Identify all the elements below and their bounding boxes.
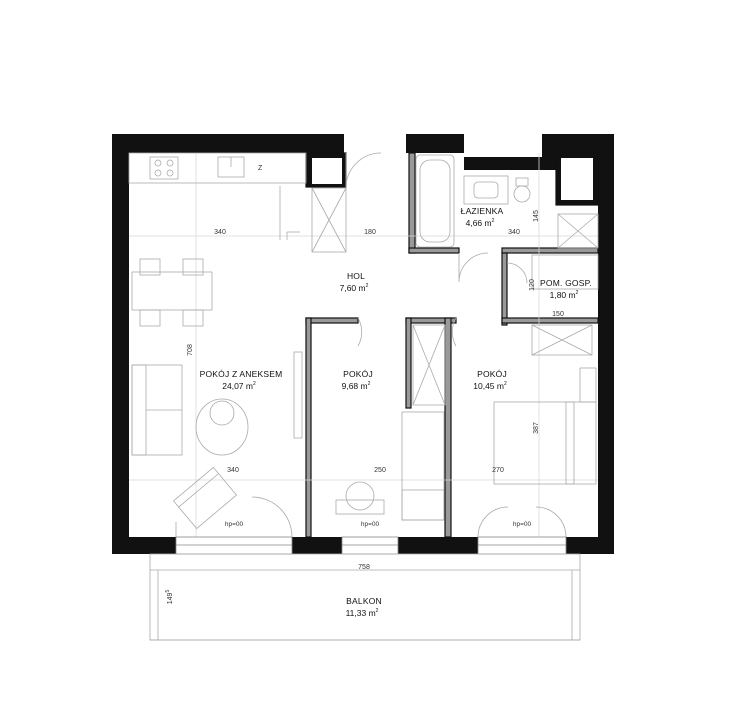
room-area: 10,45 m <box>473 381 504 391</box>
exterior-walls <box>112 134 614 554</box>
balcony <box>149 553 581 641</box>
windows <box>175 536 567 555</box>
room-area: 4,66 m <box>466 218 492 228</box>
dim-bottom-right: 270 <box>492 467 504 474</box>
room-furniture <box>335 367 597 521</box>
area-unit-sup: 2 <box>376 608 379 614</box>
room-name: HOL <box>347 271 365 281</box>
area-unit-sup: 2 <box>368 381 371 387</box>
dimension-labels: 340 180 340 145 120 150 708 387 340 250 … <box>165 210 564 604</box>
room-label-salon: POKÓJ Z ANEKSEM 24,07 m2 <box>200 369 283 391</box>
room-name: POKÓJ <box>343 369 373 379</box>
dim-bottom-left: 340 <box>227 467 239 474</box>
svg-text:24,07 m2: 24,07 m2 <box>222 381 256 391</box>
svg-text:1,80 m2: 1,80 m2 <box>550 290 579 300</box>
area-unit-sup: 2 <box>576 290 579 296</box>
room-name: ŁAZIENKA <box>461 206 504 216</box>
dim-bath-height: 145 <box>533 210 540 222</box>
area-unit-sup: 2 <box>492 218 495 224</box>
area-unit-sup: 2 <box>504 381 507 387</box>
svg-text:7,60 m2: 7,60 m2 <box>340 283 369 293</box>
door-swings <box>175 152 567 538</box>
room-name: POKÓJ Z ANEKSEM <box>200 369 283 379</box>
dim-balcony-height: 1495 <box>165 590 174 605</box>
dim-top-right: 340 <box>508 229 520 236</box>
reference-lines <box>129 153 598 537</box>
room-label-lazienka: ŁAZIENKA 4,66 m2 <box>461 206 504 228</box>
room-label-pokoj-1: POKÓJ 9,68 m2 <box>342 369 373 391</box>
room-area: 1,80 m <box>550 290 576 300</box>
room-label-balkon: BALKON 11,33 m2 <box>346 596 382 618</box>
dim-right-height: 387 <box>533 422 540 434</box>
room-name: POM. GOSP. <box>540 278 592 288</box>
living-furniture <box>131 351 303 530</box>
fridge-mark: Z <box>258 165 263 172</box>
svg-text:9,68 m2: 9,68 m2 <box>342 381 371 391</box>
svg-text:10,45 m2: 10,45 m2 <box>473 381 507 391</box>
bathroom-fixtures <box>415 154 599 249</box>
dim-balcony-width: 758 <box>358 564 370 571</box>
svg-text:11,33 m2: 11,33 m2 <box>346 608 379 618</box>
room-label-pokoj-2: POKÓJ 10,45 m2 <box>473 369 507 391</box>
room-name: BALKON <box>346 596 382 606</box>
room-label-hol: HOL 7,60 m2 <box>340 271 369 293</box>
kitchen-counter <box>128 152 307 240</box>
room-area: 7,60 m <box>340 283 366 293</box>
dim-top-left: 340 <box>214 229 226 236</box>
dining-set <box>131 258 213 327</box>
window-sill-labels: hp=00 hp=00 hp=00 <box>225 521 532 528</box>
sill-height-1: hp=00 <box>225 521 244 528</box>
room-area: 11,33 m <box>346 608 376 618</box>
dim-top-mid: 180 <box>364 229 376 236</box>
sill-height-3: hp=00 <box>513 521 532 528</box>
room-name: POKÓJ <box>477 369 507 379</box>
area-unit-sup: 2 <box>253 381 256 387</box>
svg-text:4,66 m2: 4,66 m2 <box>466 218 495 228</box>
dim-left-height: 708 <box>187 344 194 356</box>
interior-walls <box>305 152 599 538</box>
room-area: 9,68 m <box>342 381 368 391</box>
room-area: 24,07 m <box>222 381 253 391</box>
dim-gosp-width: 150 <box>552 311 564 318</box>
dim-gosp-height: 120 <box>529 279 536 291</box>
sill-height-2: hp=00 <box>361 521 380 528</box>
room-label-pom-gosp: POM. GOSP. 1,80 m2 <box>540 278 592 300</box>
area-unit-sup: 2 <box>366 283 369 289</box>
dim-bottom-mid: 250 <box>374 467 386 474</box>
cabinet-marks <box>311 187 599 406</box>
